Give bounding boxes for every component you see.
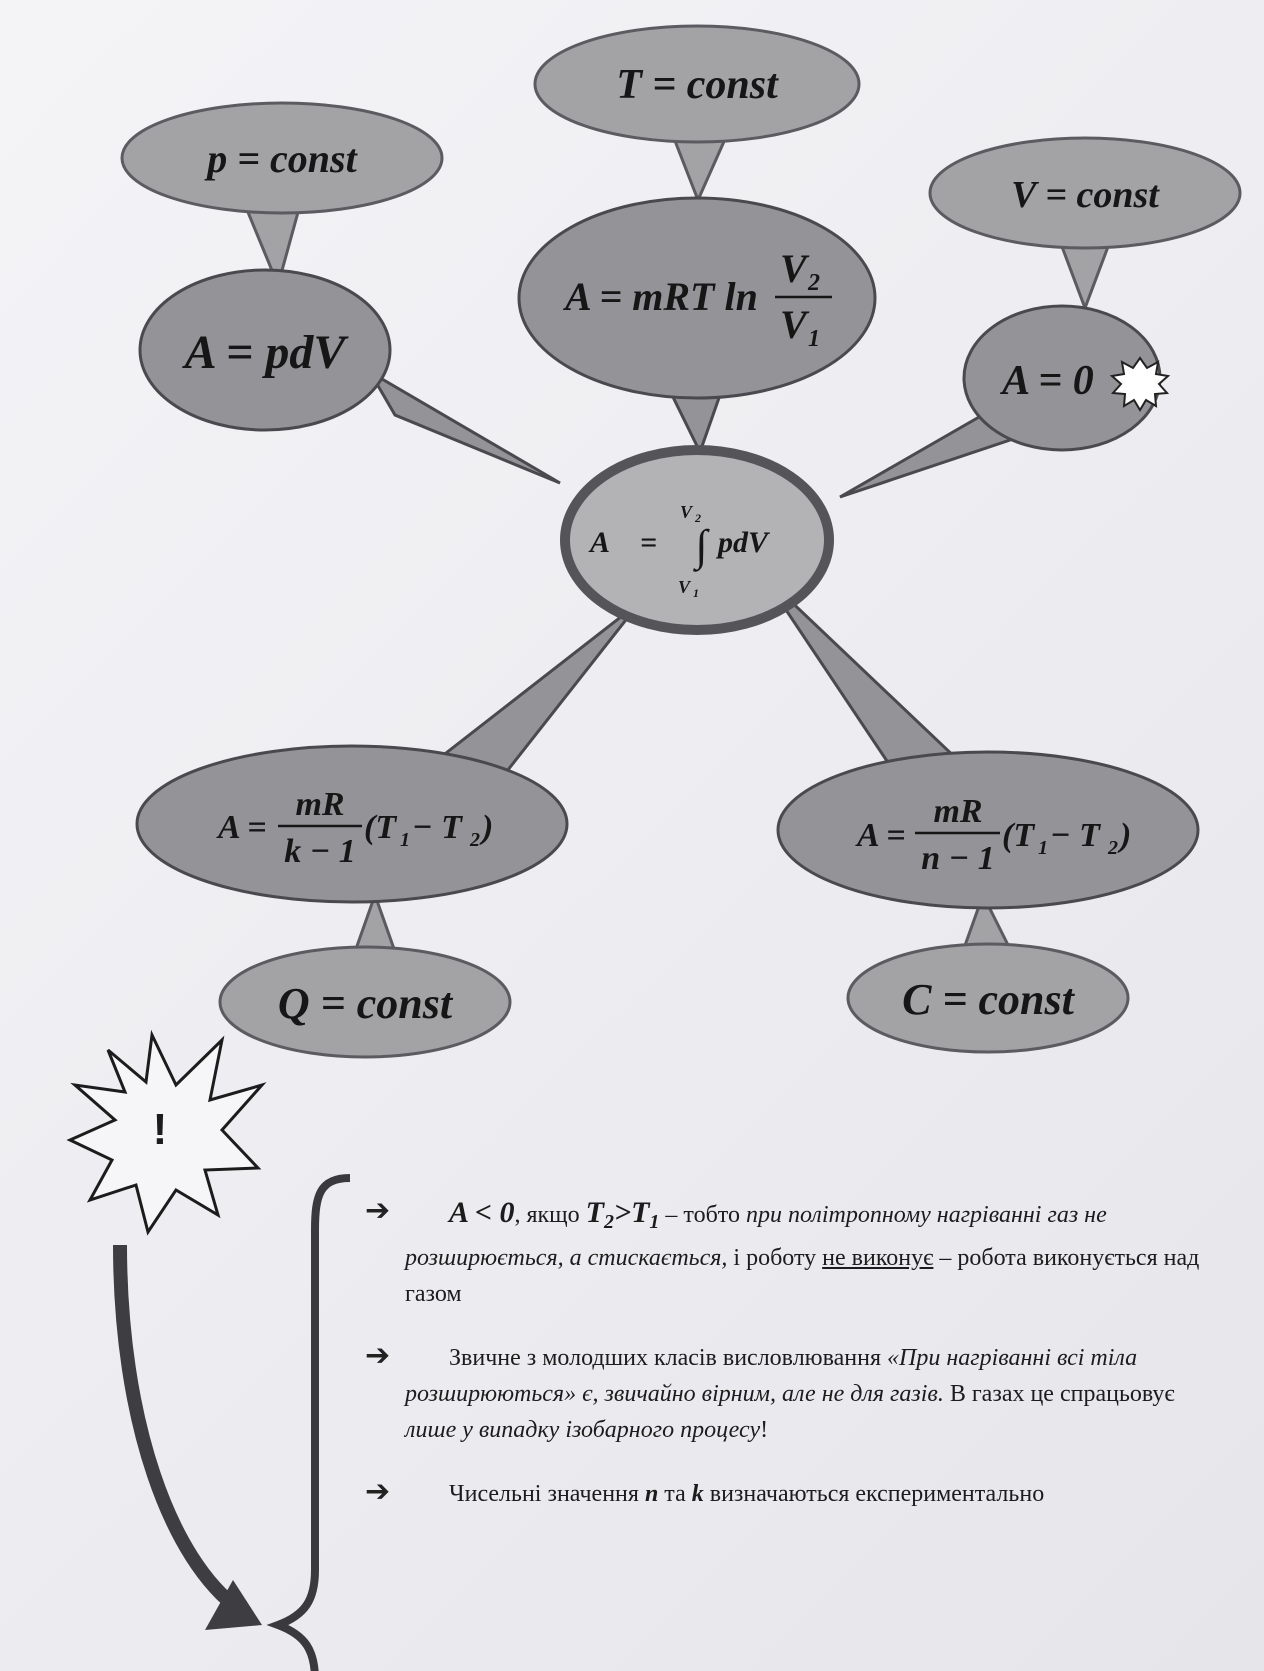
svg-text:): ) — [1117, 817, 1131, 854]
svg-text:k − 1: k − 1 — [284, 833, 356, 870]
note-2: ➔ Звичне з молодших класів висловлювання… — [365, 1337, 1175, 1443]
svg-text:2: 2 — [807, 270, 820, 296]
svg-text:∫: ∫ — [693, 521, 710, 572]
svg-text:A: A — [588, 526, 610, 559]
svg-text:mR: mR — [933, 793, 982, 830]
center-integral-formula: A = V 2 ∫ pdV V 1 — [588, 502, 771, 600]
polytropic-condition: C = const — [902, 975, 1076, 1024]
adiabatic-condition: Q = const — [278, 979, 454, 1028]
svg-text:V: V — [780, 246, 810, 291]
svg-text:1: 1 — [1038, 837, 1048, 859]
adiabatic-formula: A = mR k − 1 (T 1 − T 2 ) — [216, 786, 493, 870]
center-integral-bubble — [560, 445, 834, 635]
svg-text:1: 1 — [808, 326, 820, 352]
svg-text:A =: A = — [216, 809, 267, 846]
burst-icon — [1109, 356, 1171, 412]
svg-text:mR: mR — [295, 786, 344, 823]
isobaric-condition-bubble — [120, 101, 444, 215]
isothermal-condition: T = const — [616, 62, 779, 108]
right-arrow-icon: ➔ — [365, 1337, 391, 1373]
svg-text:1: 1 — [400, 829, 410, 851]
svg-text:n − 1: n − 1 — [921, 840, 995, 877]
svg-text:2: 2 — [1107, 837, 1118, 859]
svg-text:A =: A = — [855, 817, 906, 854]
exclamation-burst-icon — [66, 1029, 267, 1236]
isothermal-condition-bubble — [533, 24, 861, 144]
isothermal-formula-bubble — [517, 196, 877, 400]
polytropic-formula-bubble — [776, 750, 1200, 910]
svg-text:A = mRT ln: A = mRT ln — [562, 274, 758, 319]
isochoric-condition: V = const — [1011, 174, 1160, 216]
isobaric-formula: A = pdV — [182, 326, 350, 379]
svg-text:2: 2 — [694, 511, 701, 525]
isobaric-formula-bubble — [138, 268, 392, 432]
svg-text:(T: (T — [364, 809, 397, 846]
curved-arrow-head — [205, 1580, 262, 1630]
right-arrow-icon: ➔ — [365, 1193, 391, 1228]
svg-text:pdV: pdV — [715, 526, 771, 559]
isothermal-formula: A = mRT ln V 2 V 1 — [562, 246, 832, 352]
note-3: ➔ Чисельні значення n та k визначаються … — [365, 1473, 1045, 1509]
svg-text:− T: − T — [412, 809, 463, 846]
svg-text:): ) — [479, 809, 493, 846]
svg-text:(T: (T — [1002, 817, 1035, 854]
right-arrow-icon: ➔ — [365, 1473, 391, 1509]
polytropic-condition-bubble — [846, 942, 1130, 1054]
notes: ➔ A < 0, якщо T2>T1 – тобто при політроп… — [365, 1193, 1225, 1540]
isobaric-condition: p = const — [204, 136, 358, 181]
curly-brace — [266, 1174, 351, 1671]
isochoric-condition-bubble — [928, 136, 1242, 250]
svg-text:V: V — [780, 302, 810, 347]
svg-text:=: = — [640, 526, 657, 559]
svg-text:V: V — [678, 577, 692, 597]
exclamation-mark: ! — [153, 1105, 168, 1154]
svg-text:1: 1 — [693, 586, 699, 600]
note-1: ➔ A < 0, якщо T2>T1 – тобто при політроп… — [365, 1193, 1200, 1307]
isothermal-connector — [669, 393, 723, 456]
isobaric-connector — [365, 367, 561, 485]
adiabatic-condition-bubble — [218, 945, 512, 1059]
adiabatic-formula-bubble — [135, 744, 569, 904]
svg-text:2: 2 — [469, 829, 480, 851]
isochoric-formula: A = 0 — [999, 358, 1094, 404]
polytropic-formula: A = mR n − 1 (T 1 − T 2 ) — [855, 793, 1131, 877]
svg-text:V: V — [680, 502, 694, 522]
svg-text:− T: − T — [1050, 817, 1101, 854]
curved-arrow — [113, 1244, 245, 1616]
